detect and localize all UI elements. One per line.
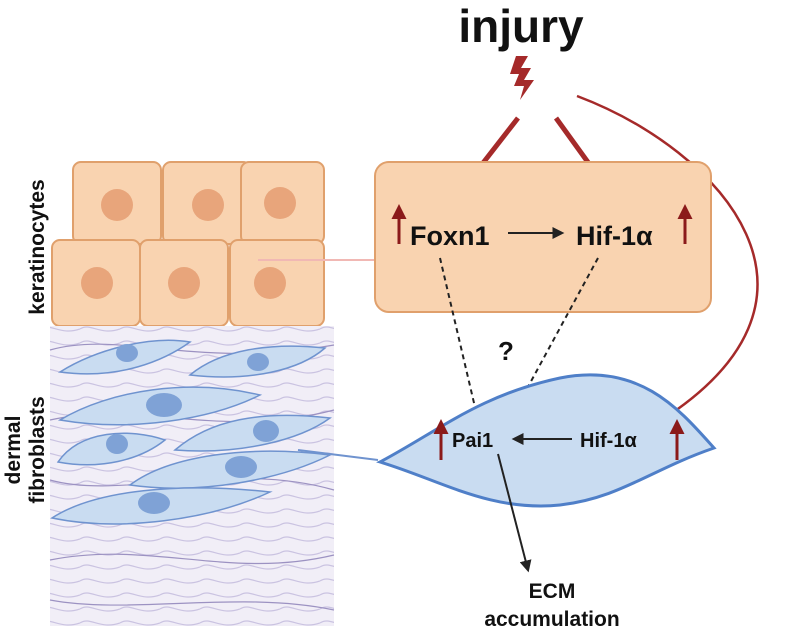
keratinocyte-layer [51, 161, 325, 327]
injury-to-fibroblast-arrow [576, 94, 759, 428]
keratinocyte-cell [240, 161, 325, 245]
keratinocyte-cell [72, 161, 162, 245]
ecm-label: ECM [529, 580, 576, 603]
injury-title: injury [458, 0, 584, 52]
pai1-label: Pai1 [452, 430, 493, 452]
foxn1-label: Foxn1 [410, 221, 490, 251]
fibroblast-cell [173, 414, 332, 452]
keratinocyte-signaling-box [374, 161, 712, 313]
accumulation-label: accumulation [484, 608, 619, 631]
unknown-link-question-mark: ? [498, 336, 514, 366]
keratinocyte-hif1a-label: Hif-1α [576, 221, 653, 251]
fibroblast-cell [56, 432, 167, 466]
fibroblast-cell [57, 339, 192, 375]
fibroblast-tissue [49, 326, 335, 626]
pai1-to-ecm-arrow [497, 453, 532, 573]
fibroblast-cell [57, 386, 263, 426]
fibroblast-connector-line [297, 449, 379, 461]
fibroblasts-label: fibroblasts [26, 396, 49, 503]
fibroblast-cell [50, 487, 273, 525]
keratinocyte-cell [162, 161, 252, 245]
keratinocyte-cell [51, 239, 141, 327]
foxn1-to-pai1-dashed-arrow [439, 257, 482, 423]
keratinocyte-cell [229, 239, 325, 327]
fibroblast-cell [188, 345, 327, 378]
fibroblast-cell-large [376, 373, 717, 508]
fibroblast-hif1a-label: Hif-1α [580, 430, 637, 452]
keratinocytes-label: keratinocytes [26, 179, 49, 314]
lightning-bolt-icon [510, 56, 534, 100]
dermal-label: dermal [2, 416, 25, 485]
keratinocyte-cell [139, 239, 229, 327]
